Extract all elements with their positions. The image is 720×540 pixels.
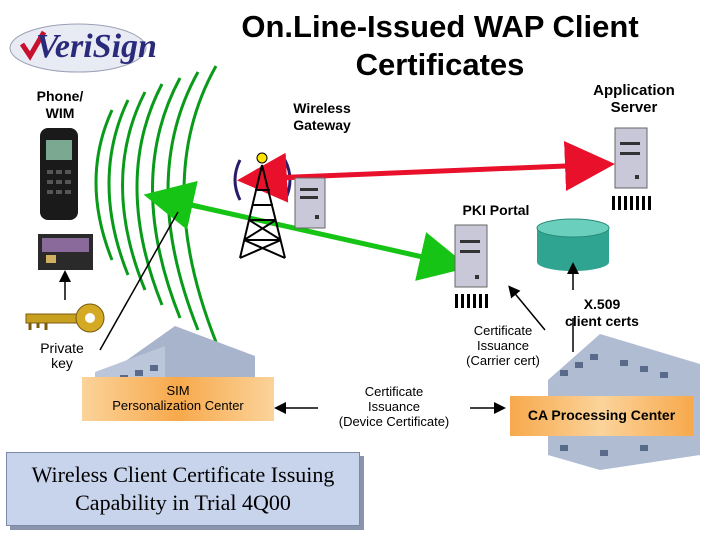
wireless-gateway-label: Wireless Gateway (280, 100, 364, 134)
sim-card-icon (38, 234, 93, 270)
gateway-label-line: Wireless (293, 100, 351, 116)
ca-center-label: CA Processing Center (527, 407, 676, 423)
sim-personalization-center: SIM Personalization Center (82, 377, 274, 421)
red-arrow-line (269, 141, 615, 191)
page-title: On.Line-Issued WAP Client Certificates (241, 9, 639, 82)
green-arrow-head-left (143, 180, 201, 230)
radio-wave (135, 83, 164, 306)
logo-brand-text: VeriSign (36, 28, 157, 65)
sim-center-label-line: SIM (166, 383, 190, 398)
antenna-tower-icon (239, 164, 286, 259)
phone-wim-label: Phone/ WIM (28, 88, 92, 122)
private-key-label-line: key (51, 355, 73, 371)
x509-label: X.509 client certs (557, 296, 647, 330)
antenna-light-icon (256, 152, 268, 164)
phone-icon (40, 128, 78, 220)
x509-label-line: client certs (565, 313, 639, 329)
key-pointer-line (99, 211, 179, 351)
key-icon (25, 303, 105, 333)
pki-portal-label: PKI Portal (462, 202, 530, 218)
private-key-label: Private key (28, 341, 96, 371)
gateway-label-line: Gateway (293, 117, 351, 133)
radio-wave (233, 159, 242, 201)
carrier-cert-label-line: Issuance (476, 338, 530, 353)
radio-wave (94, 109, 114, 261)
trial-callout: Wireless Client Certificate Issuing Capa… (6, 452, 360, 526)
callout-line: Wireless Client Certificate Issuing (31, 462, 335, 487)
callout-text: Wireless Client Certificate Issuing Capa… (7, 453, 359, 517)
phone-label-line: Phone/ (36, 88, 84, 104)
checkmark-logo-icon (9, 23, 147, 73)
carrier-cert-label-line: (Carrier cert) (466, 353, 540, 368)
carrier-cert-label-line: Certificate (473, 323, 533, 338)
device-cert-label: Certificate Issuance (Device Certificate… (318, 384, 470, 429)
radio-wave (107, 99, 130, 276)
gateway-server-icon (294, 177, 326, 229)
application-server-label: Application Server (580, 82, 688, 116)
x509-label-line: X.509 (583, 296, 621, 312)
private-key-label-line: Private (40, 340, 84, 356)
verisign-logo: VeriSign (8, 22, 157, 74)
sim-center-label-line: Personalization Center (112, 398, 244, 413)
green-arrow-line (177, 199, 470, 281)
wim-label-line: WIM (45, 105, 75, 121)
app-server-label-line: Server (610, 99, 658, 116)
carrier-cert-label: Certificate Issuance (Carrier cert) (452, 323, 554, 368)
device-cert-label-line: Issuance (367, 399, 421, 414)
radio-wave (151, 77, 182, 319)
carrier-cert-arrow (508, 285, 546, 331)
ca-processing-center: CA Processing Center (510, 396, 693, 436)
database-icon (536, 218, 610, 271)
application-server-icon (612, 127, 651, 210)
red-arrow-head-left (237, 152, 301, 203)
radio-wave (121, 91, 147, 291)
device-cert-label-line: (Device Certificate) (338, 414, 450, 429)
pki-portal-server-icon (454, 224, 488, 308)
app-server-label-line: Application (593, 82, 675, 99)
device-cert-label-line: Certificate (364, 384, 424, 399)
callout-line: Capability in Trial 4Q00 (75, 490, 291, 515)
